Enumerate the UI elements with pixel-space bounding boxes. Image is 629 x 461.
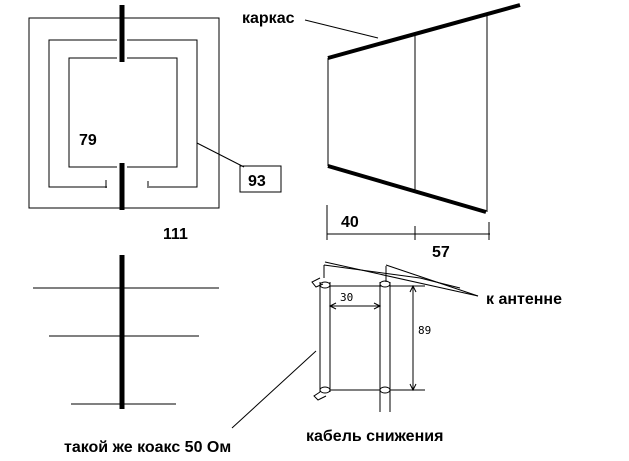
inner-loop [68,57,178,168]
coax-leader [231,350,317,429]
square-loop-drawing [28,5,282,210]
stub-tube-right-bottom [379,386,391,394]
down-cable-label: кабель снижения [306,428,443,445]
dim-57: 57 [432,244,450,261]
frame-rod-bottom [327,164,487,214]
karkas-leader [304,19,379,39]
karkas-label: каркас [242,10,295,27]
dim-89: 89 [418,324,431,337]
dim-93: 93 [248,173,266,190]
stub-dim-arrow-top [409,284,417,293]
mast-drawing [33,255,317,429]
antenna-leader-2 [385,264,479,297]
middle-loop [48,39,198,188]
stub-dim-arrow-l [328,302,337,310]
to-antenna-label: к антенне [486,291,562,308]
leader-93 [196,142,245,168]
stub-dim-arrow-bottom [409,383,417,392]
label-box-93 [239,165,282,193]
stub-tube-left-bottom [319,386,331,394]
antenna-leader-1 [324,261,479,297]
stub-dim-arrow-r [373,302,382,310]
dim-79: 79 [79,132,97,149]
stub-bottom-left-wire [313,391,327,401]
stub-tube-right-top [379,280,391,288]
dim-111: 111 [163,226,188,243]
frame-rod-top [327,3,521,60]
dim-30: 30 [340,291,353,304]
same-coax-label: такой же коакс 50 Ом [64,439,231,456]
stub-drawing [311,261,479,412]
dim-40: 40 [341,214,359,231]
stub-tube-left-top [319,281,331,289]
frame-drawing [304,3,521,240]
